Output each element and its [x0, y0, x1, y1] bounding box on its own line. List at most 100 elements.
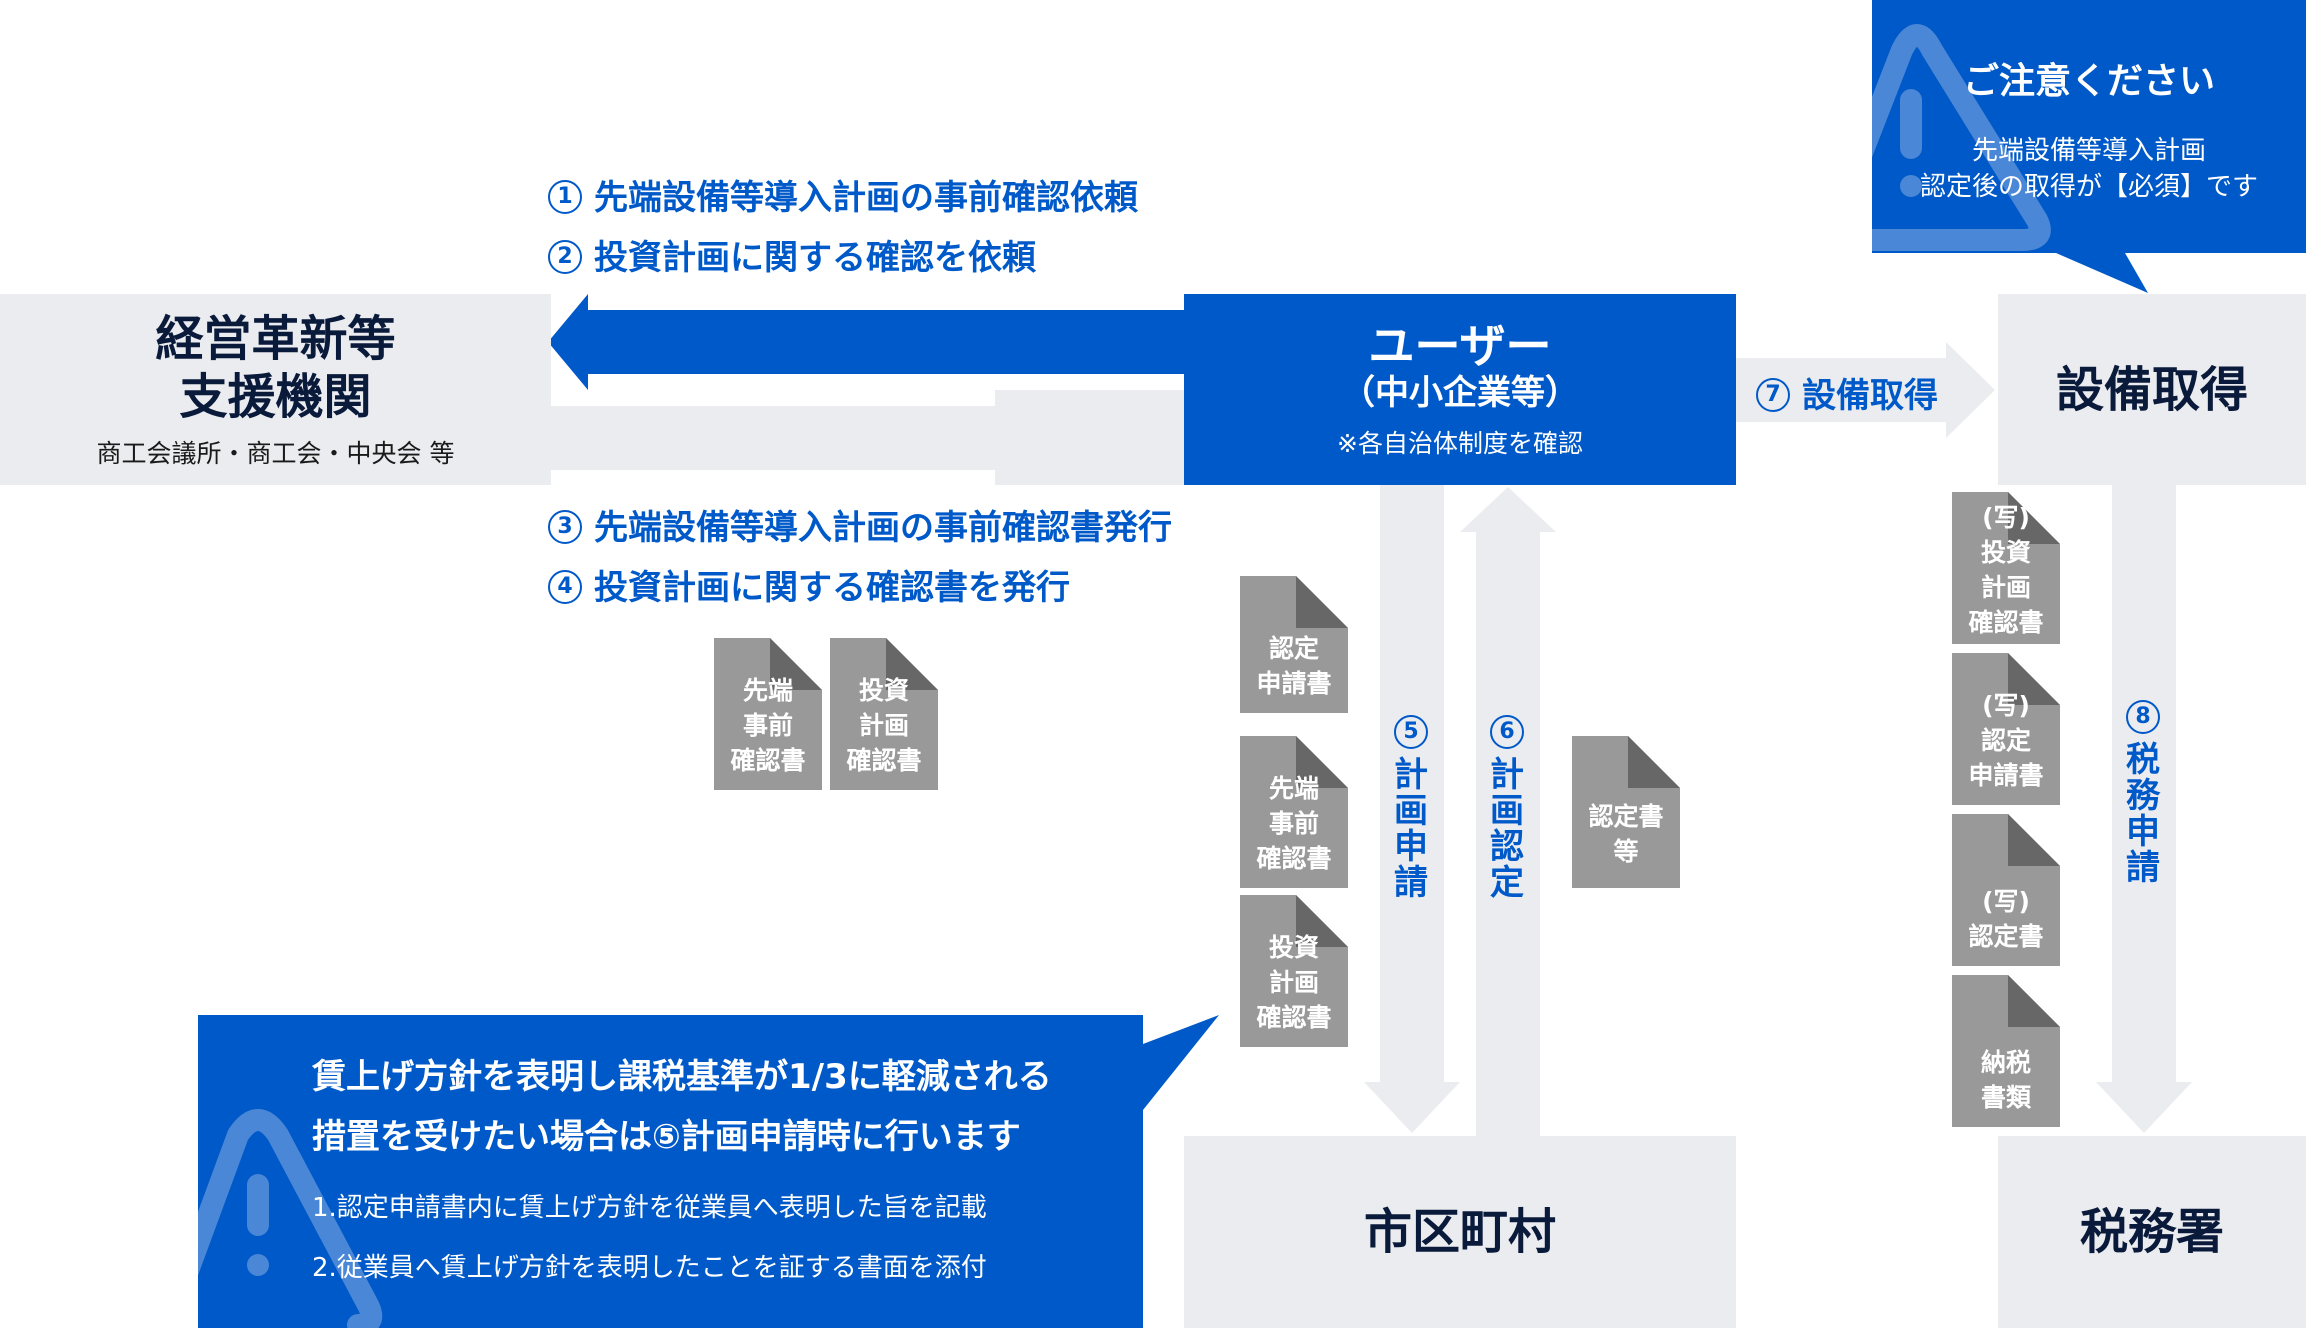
document-text: 確認書: [1968, 608, 2044, 637]
user-title: ユーザー: [1368, 318, 1552, 373]
step-8-label: 8 税 務 申 請: [2126, 700, 2160, 886]
document-icon: 先端 事前 確認書: [1240, 736, 1348, 888]
apply-arrow-down: [1364, 485, 1460, 1133]
document-icon: (写) 投資 計画 確認書: [1952, 492, 2060, 644]
document-fold: [1296, 576, 1348, 628]
document-text: (写): [1982, 887, 2030, 916]
document-icon: 認定書 等: [1572, 736, 1680, 888]
step-6-char: 認: [1490, 827, 1524, 867]
document-text: 確認書: [1256, 844, 1332, 873]
document-fold: [886, 638, 938, 690]
notice-bottom-left: 賃上げ方針を表明し課税基準が1/3に軽減される 措置を受けたい場合は⑤計画申請時…: [198, 1015, 1143, 1328]
support-org-subtitle: 商工会議所・商工会・中央会 等: [96, 438, 455, 468]
document-text: 計画: [858, 711, 909, 740]
document-icon: 認定 申請書: [1240, 576, 1348, 713]
step-number-5: 5: [1394, 715, 1428, 749]
notice-top-line1: 先端設備等導入計画: [1971, 136, 2206, 166]
acquire-arrow-right: [1736, 342, 1995, 438]
step-5-char: 請: [1394, 863, 1428, 903]
approve-arrow-up: [1460, 487, 1556, 1136]
document-text: 納税: [1980, 1048, 2031, 1077]
document-fold: [2008, 975, 2060, 1027]
step-1-label: 1 先端設備等導入計画の事前確認依頼: [548, 170, 1138, 219]
document-text: 申請書: [1968, 761, 2044, 790]
support-org-box: 経営革新等 支援機関 商工会議所・商工会・中央会 等: [0, 294, 551, 485]
document-icon: 投資 計画 確認書: [1240, 895, 1348, 1047]
step-6-char: 定: [1490, 863, 1524, 903]
document-fold: [1296, 895, 1348, 947]
notice-top-title: ご注意ください: [1962, 61, 2215, 102]
document-fold: [2008, 653, 2060, 705]
step-8-char: 税: [2126, 740, 2160, 780]
step-4-label: 4 投資計画に関する確認書を発行: [548, 560, 1070, 609]
document-fold: [1628, 736, 1680, 788]
notice-bottom-item2: 2.従業員へ賃上げ方針を表明したことを証する書面を添付: [312, 1253, 987, 1283]
municipality-box: 市区町村: [1184, 1136, 1736, 1328]
support-org-title-line2: 支援機関: [179, 368, 372, 425]
step-1-text: 先端設備等導入計画の事前確認依頼: [594, 178, 1138, 218]
document-text: 事前: [742, 711, 793, 740]
document-text: 認定: [1980, 726, 2031, 755]
warning-icon: [1872, 24, 2051, 251]
municipality-title: 市区町村: [1363, 1204, 1556, 1260]
step-8-char: 請: [2126, 848, 2160, 888]
notice-top-right: ご注意ください 先端設備等導入計画 認定後の取得が【必須】です: [1872, 0, 2306, 253]
step-number-4: 4: [548, 569, 582, 604]
document-text: 書類: [1980, 1083, 2031, 1112]
user-note: ※各自治体制度を確認: [1337, 428, 1583, 458]
document-text: 計画: [1268, 968, 1319, 997]
document-text: 投資: [1980, 538, 2031, 567]
document-fold: [770, 638, 822, 690]
step-5-char: 計: [1394, 755, 1428, 795]
step-4-text: 投資計画に関する確認書を発行: [594, 568, 1070, 608]
step-3-label: 3 先端設備等導入計画の事前確認書発行: [548, 500, 1172, 549]
document-icon: (写) 認定書: [1952, 814, 2060, 966]
step-3-text: 先端設備等導入計画の事前確認書発行: [594, 508, 1172, 548]
equipment-title: 設備取得: [2055, 361, 2248, 418]
document-fold: [1296, 736, 1348, 788]
support-org-title-line1: 経営革新等: [155, 310, 396, 367]
document-text: 確認書: [846, 746, 922, 775]
document-text: 事前: [1268, 809, 1319, 838]
document-text: 申請書: [1256, 669, 1332, 698]
step-6-char: 計: [1490, 755, 1524, 795]
step-number-6: 6: [1490, 715, 1524, 749]
step-number-3: 3: [548, 509, 582, 544]
step-5-char: 申: [1394, 827, 1428, 867]
user-subtitle: （中小企業等）: [1341, 372, 1579, 413]
tax-office-box: 税務署: [1998, 1136, 2306, 1328]
step-8-char: 申: [2126, 812, 2160, 852]
document-icon: (写) 認定 申請書: [1952, 653, 2060, 805]
step-number-1: 1: [548, 179, 582, 214]
step-7-text: 設備取得: [1802, 376, 1938, 416]
step-number-8: 8: [2126, 700, 2160, 734]
document-text: 認定書: [1968, 922, 2044, 951]
tax-arrow-down: [2096, 485, 2192, 1133]
warning-icon: [198, 1109, 383, 1328]
document-text: 投資: [1268, 933, 1319, 962]
step-8-char: 務: [2126, 776, 2160, 816]
document-text: 確認書: [1256, 1003, 1332, 1032]
issue-arrow-right: [551, 390, 1184, 485]
step-6-label: 6 計 画 認 定: [1490, 715, 1524, 901]
step-2-text: 投資計画に関する確認を依頼: [594, 238, 1036, 278]
document-icon: 先端 事前 確認書: [714, 638, 822, 790]
document-icon: 納税 書類: [1952, 975, 2060, 1127]
equipment-box: 設備取得: [1998, 294, 2306, 485]
notice-bottom-item1: 1.認定申請書内に賃上げ方針を従業員へ表明した旨を記載: [312, 1193, 987, 1223]
document-text: 先端: [1268, 774, 1319, 803]
document-fold: [2008, 814, 2060, 866]
document-text: (写): [1982, 691, 2030, 720]
document-icon: 投資 計画 確認書: [830, 638, 938, 790]
document-text: 先端: [742, 676, 793, 705]
user-box: ユーザー （中小企業等） ※各自治体制度を確認: [1184, 294, 1736, 485]
notice-top-line2: 認定後の取得が【必須】です: [1919, 172, 2258, 202]
notice-bottom-heading-line2: 措置を受けたい場合は⑤計画申請時に行います: [312, 1117, 1021, 1157]
step-6-char: 画: [1490, 791, 1524, 831]
notice-top-tail: [2056, 253, 2148, 293]
notice-bottom-heading-line1: 賃上げ方針を表明し課税基準が1/3に軽減される: [312, 1057, 1052, 1097]
document-text: 投資: [858, 676, 909, 705]
